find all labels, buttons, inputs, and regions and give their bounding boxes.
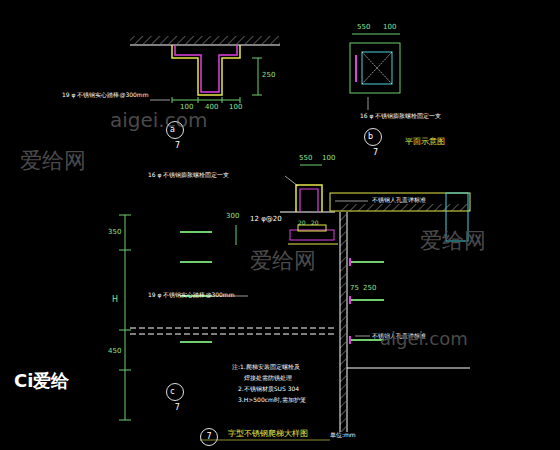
annotation-text: 注:1.爬梯安装固定螺栓及	[232, 364, 300, 370]
watermark: 爱给网	[250, 250, 316, 272]
annotation-text: 焊接处需防锈处理	[244, 375, 292, 381]
annotation-text: 不锈钢人孔盖详标准	[372, 197, 426, 203]
callout-sheet-number: 7	[175, 403, 180, 412]
annotation-text: 350	[108, 229, 121, 236]
watermark: aigei.com	[380, 330, 468, 348]
detail-callout-circle: b7	[364, 128, 382, 146]
watermark: aigei.com	[110, 110, 207, 130]
annotation-text: 550	[299, 155, 312, 162]
annotation-text: 19 φ 不锈钢实心踏棒@300mm	[62, 92, 149, 98]
annotation-text: 300	[226, 213, 239, 220]
annotation-text: 100	[229, 104, 242, 111]
callout-letter: 7	[206, 432, 211, 441]
annotation-text: 100	[383, 24, 396, 31]
annotation-text: 12 φ@20	[250, 216, 282, 223]
annotation-text: 450	[108, 348, 121, 355]
annotation-text: Ci爱给	[14, 372, 69, 390]
annotation-text: 3.H>500cm时,需加护笼	[238, 397, 306, 403]
callout-sheet-number: 7	[373, 148, 378, 157]
annotation-text: 20	[298, 220, 306, 226]
drawing-title: 字型不锈钢爬梯大样图	[228, 430, 308, 438]
annotation-text: 19 φ 不锈钢实心踏棒@300mm	[148, 292, 235, 298]
callout-sheet-number: 7	[175, 141, 180, 150]
callout-letter: b	[368, 132, 373, 141]
callout-letter: c	[170, 387, 174, 396]
annotation-text: 100	[322, 155, 335, 162]
watermark: 爱给网	[20, 150, 86, 172]
annotation-text: 75	[350, 285, 359, 292]
detail-callout-circle: c7	[166, 383, 184, 401]
annotation-text: 20	[311, 220, 319, 226]
annotation-text: 平面示意图	[405, 138, 445, 146]
annotation-text: 16 φ 不锈钢膨胀螺栓固定一支	[360, 113, 441, 119]
callout-letter: a	[170, 125, 175, 134]
annotation-text: 2.不锈钢材质SUS 304	[238, 386, 299, 392]
annotation-text: 250	[363, 285, 376, 292]
annotation-text: H	[112, 296, 118, 304]
detail-callout-circle: a7	[166, 121, 184, 139]
annotation-text: 16 φ 不锈钢膨胀螺栓固定一支	[148, 172, 229, 178]
annotation-text: 单位:mm	[330, 432, 356, 438]
annotation-text: 250	[262, 72, 275, 79]
annotation-text: 550	[357, 24, 370, 31]
watermark: 爱给网	[420, 230, 486, 252]
detail-callout-circle: 7	[200, 428, 218, 446]
